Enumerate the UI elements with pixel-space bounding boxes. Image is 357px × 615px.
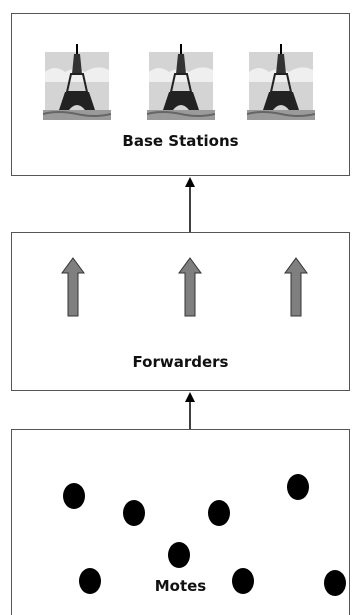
- mote: [63, 483, 85, 509]
- motes-label: Motes: [154, 577, 207, 595]
- mote: [232, 568, 254, 594]
- arrow-motes-to-forwarders: [185, 392, 195, 429]
- forwarders-label: Forwarders: [132, 353, 229, 371]
- arrow-forwarders-to-base: [185, 177, 195, 232]
- mote: [79, 568, 101, 594]
- motes-box: Motes: [11, 429, 350, 615]
- mote: [123, 500, 145, 526]
- up-arrow-icon: [61, 257, 85, 317]
- base-stations-box: Base Stations: [11, 13, 350, 176]
- mote: [208, 500, 230, 526]
- forwarders-box: Forwarders: [11, 232, 350, 391]
- base-stations-label: Base Stations: [122, 132, 239, 150]
- mote: [324, 570, 346, 596]
- up-arrow-icon: [284, 257, 308, 317]
- up-arrow-icon: [178, 257, 202, 317]
- eiffel-tower-icon: [146, 42, 216, 122]
- mote: [287, 474, 309, 500]
- eiffel-tower-icon: [246, 42, 316, 122]
- eiffel-tower-icon: [42, 42, 112, 122]
- mote: [168, 542, 190, 568]
